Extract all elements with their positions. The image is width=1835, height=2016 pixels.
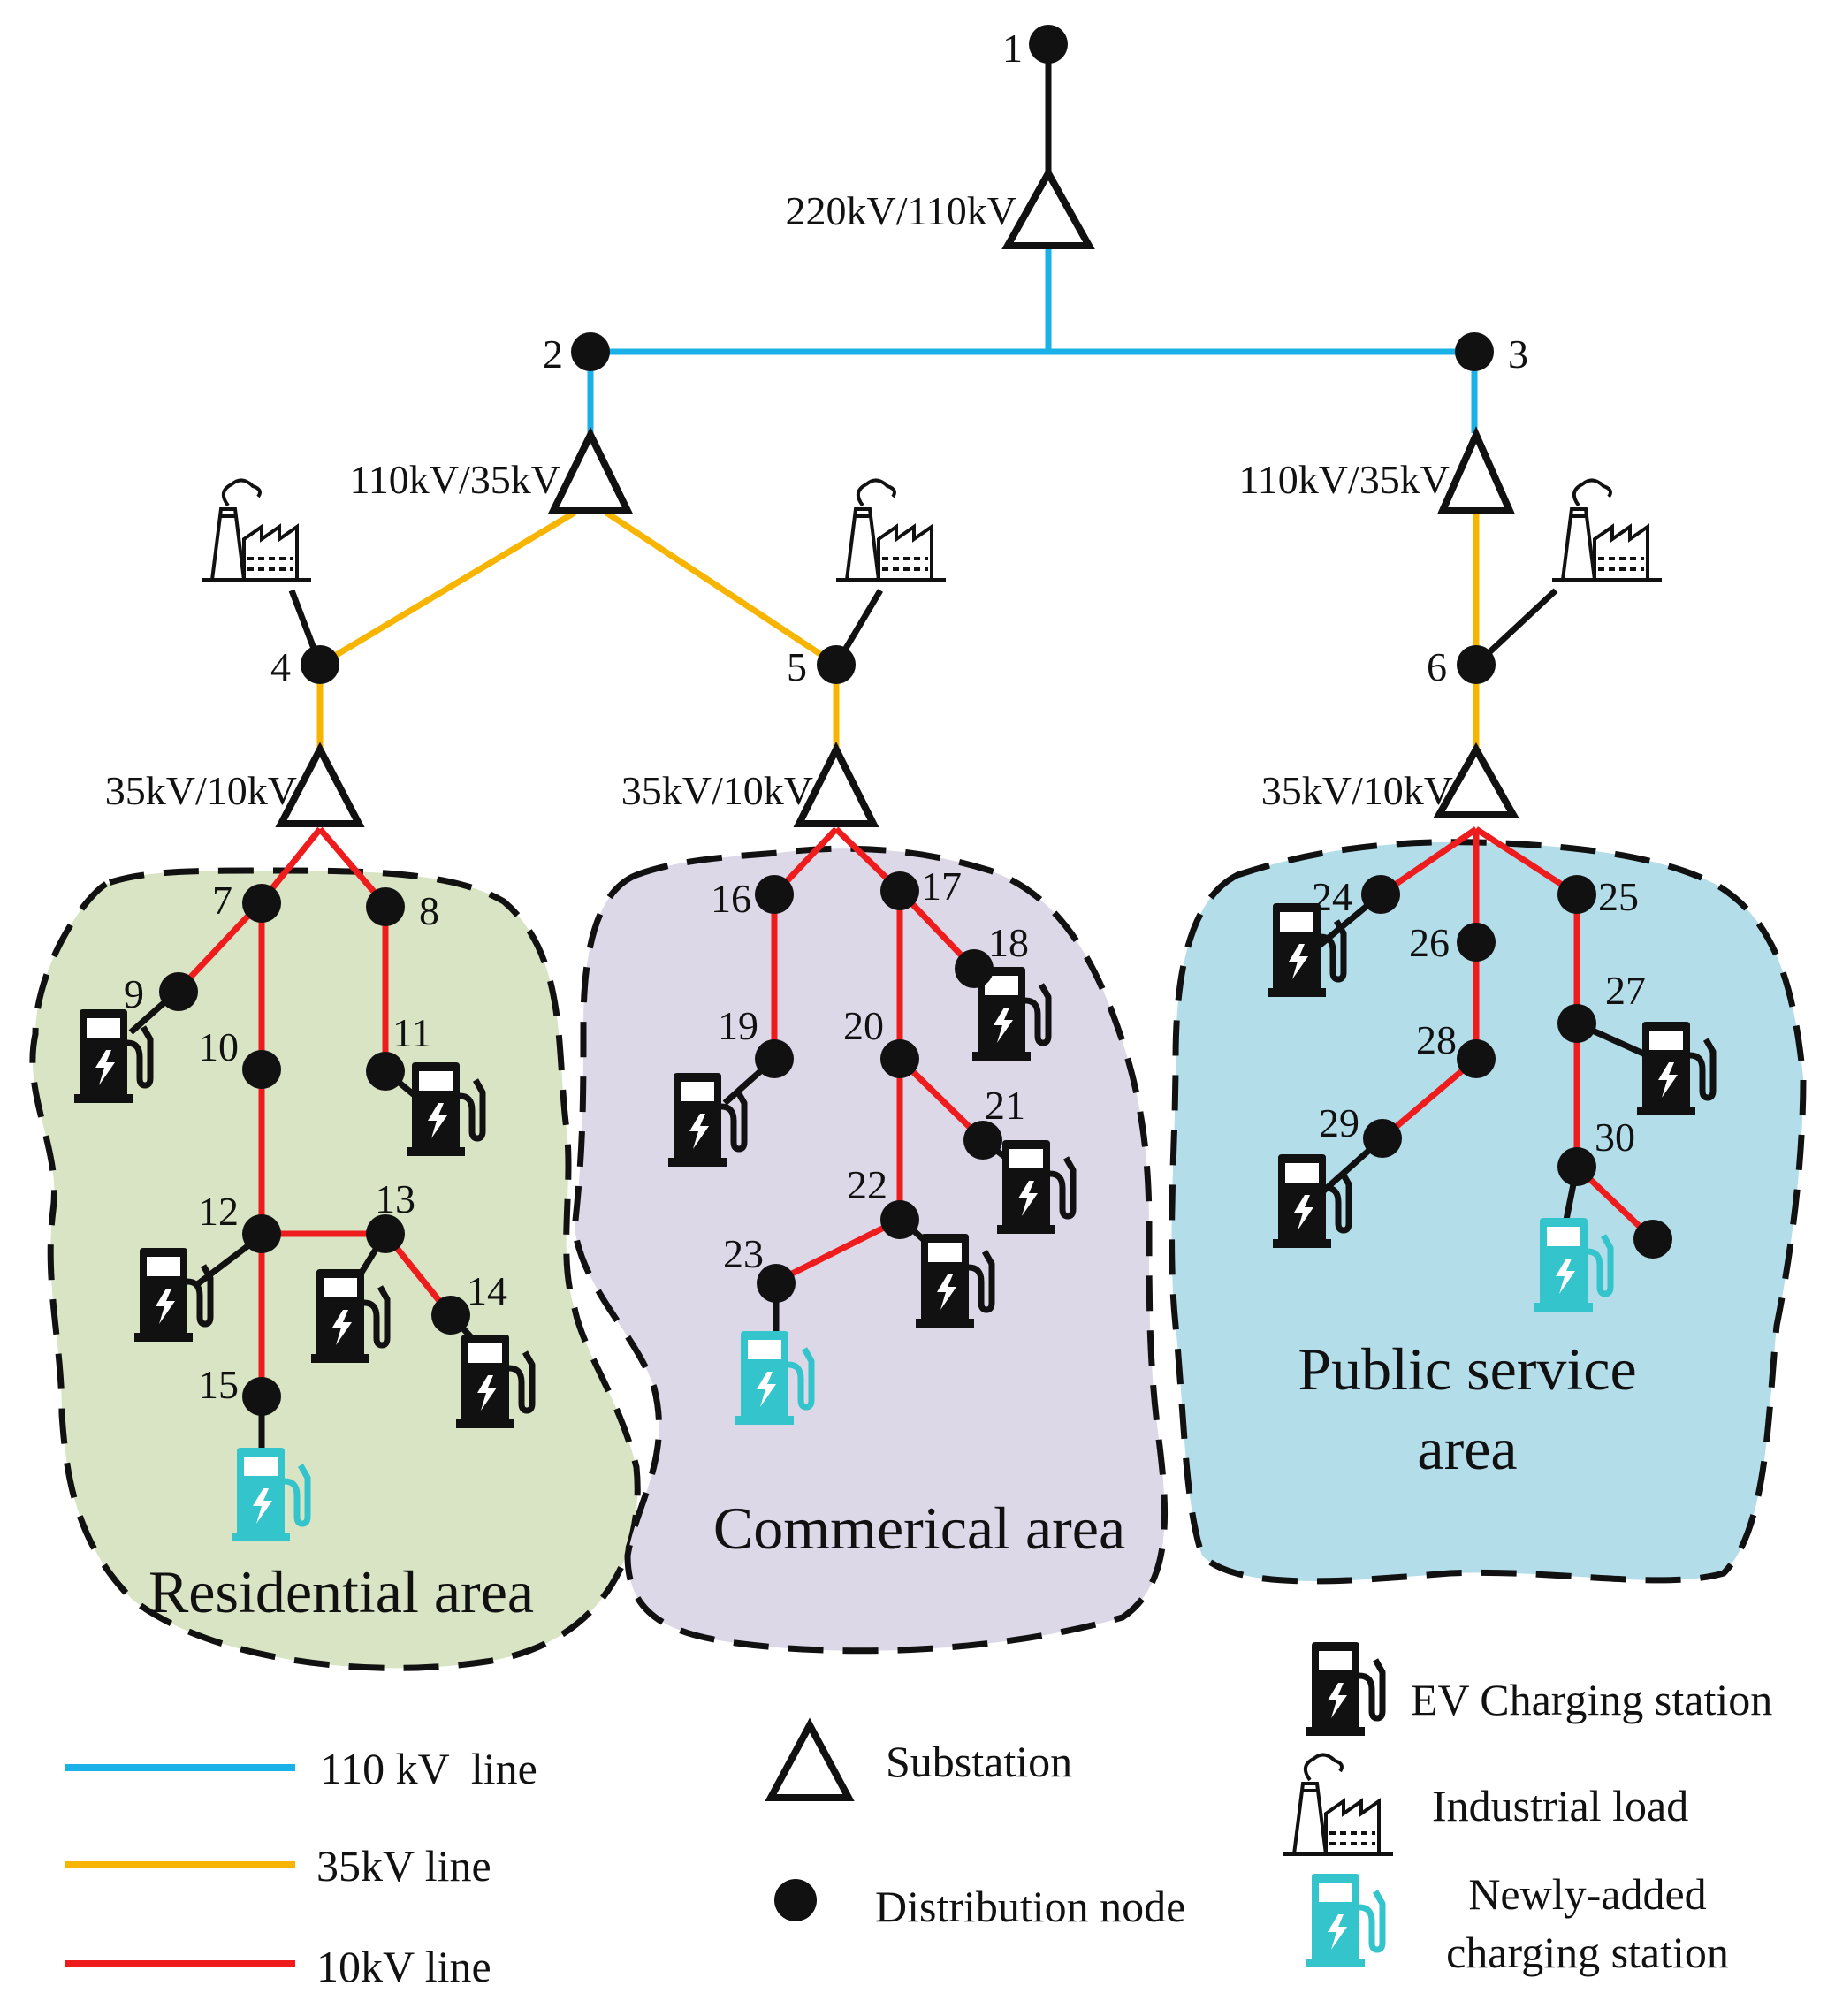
110kv-lines <box>587 249 1478 433</box>
public-area-label-line2: area <box>1417 1415 1517 1482</box>
legend-industrial-icon <box>1282 1753 1395 1856</box>
public-area-label-line1: Public service <box>1298 1335 1636 1403</box>
legend-ev-icon <box>1306 1642 1382 1736</box>
node-label-11: 11 <box>392 1010 431 1055</box>
legend-35kv-label: 35kV line <box>316 1841 491 1890</box>
substation-4-label: 35kV/10kV <box>105 768 297 813</box>
legend-substation-label: Substation <box>886 1737 1072 1786</box>
node-label-14: 14 <box>467 1268 507 1313</box>
node-label-8: 8 <box>419 888 439 933</box>
substation-5-icon <box>793 742 879 827</box>
node-label-20: 20 <box>843 1003 884 1048</box>
distribution-nodes <box>159 25 1672 1416</box>
legend-substation-icon <box>765 1717 855 1801</box>
substation-2-label: 110kV/35kV <box>349 457 560 502</box>
node-label-6: 6 <box>1427 644 1447 689</box>
node-label-10: 10 <box>198 1024 239 1069</box>
node-label-2: 2 <box>543 331 563 377</box>
substation-3-label: 110kV/35kV <box>1238 457 1450 502</box>
node-label-23: 23 <box>723 1231 764 1276</box>
node-label-12: 12 <box>198 1189 239 1234</box>
node-label-24: 24 <box>1312 874 1352 919</box>
node-label-28: 28 <box>1416 1017 1457 1062</box>
node-label-3: 3 <box>1508 331 1528 377</box>
node-label-26: 26 <box>1409 920 1450 965</box>
substation-1-label: 220kV/110kV <box>785 188 1016 233</box>
node-label-16: 16 <box>711 876 751 921</box>
legend-industrial-label: Industrial load <box>1432 1781 1688 1830</box>
node-label-5: 5 <box>787 644 807 689</box>
node-label-25: 25 <box>1598 874 1639 919</box>
substation-6-label: 35kV/10kV <box>1261 768 1453 813</box>
legend-ev-label: EV Charging station <box>1411 1675 1772 1724</box>
node-label-15: 15 <box>198 1362 239 1407</box>
substation-4-icon <box>275 742 365 827</box>
substation-2-icon <box>547 426 634 514</box>
legend-node-icon <box>774 1879 817 1921</box>
legend-new-station-icon <box>1306 1874 1382 1967</box>
node-label-21: 21 <box>985 1083 1025 1128</box>
35kv-lines <box>316 509 1480 748</box>
node-label-1: 1 <box>1002 26 1023 71</box>
node-label-13: 13 <box>375 1176 415 1221</box>
node-label-29: 29 <box>1319 1100 1359 1145</box>
node-label-4: 4 <box>270 644 291 689</box>
legend-new-station-label-line1: Newly-added <box>1468 1869 1706 1919</box>
node-label-27: 27 <box>1605 968 1646 1013</box>
legend-110kv-label: 110 kV line <box>320 1744 537 1793</box>
industrial-load-icon <box>1550 478 1664 582</box>
industrial-load-icon <box>834 478 948 582</box>
node-label-7: 7 <box>212 878 232 923</box>
substation-1-icon <box>1001 165 1095 249</box>
substation-5-label: 35kV/10kV <box>621 768 813 813</box>
legend-node-label: Distribution node <box>875 1882 1185 1931</box>
node-label-19: 19 <box>718 1003 758 1048</box>
substation-3-icon <box>1436 426 1516 514</box>
substation-6-icon <box>1433 742 1519 818</box>
commercial-area-label: Commerical area <box>713 1495 1125 1562</box>
industrial-load-icon <box>200 478 313 582</box>
legend-10kv-label: 10kV line <box>316 1942 491 1991</box>
node-label-18: 18 <box>988 920 1029 965</box>
residential-area-label: Residential area <box>148 1558 534 1625</box>
legend: 110 kV line 35kV line 10kV line Substati… <box>65 1642 1772 1991</box>
node-label-30: 30 <box>1595 1115 1635 1160</box>
node-label-22: 22 <box>847 1162 887 1207</box>
node-label-9: 9 <box>124 971 144 1016</box>
node-label-17: 17 <box>921 863 962 909</box>
legend-new-station-label-line2: charging station <box>1446 1928 1729 1977</box>
